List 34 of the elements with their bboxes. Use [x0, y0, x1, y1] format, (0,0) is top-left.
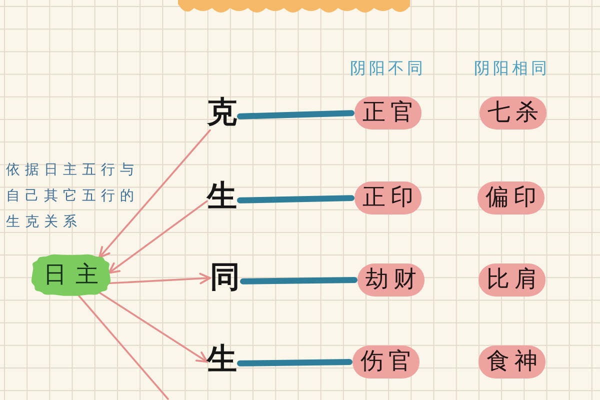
term-label: 偏印	[486, 184, 542, 210]
column-header: 阴阳不同	[350, 58, 426, 78]
highlight-blob	[354, 96, 422, 130]
relation-character: 生	[207, 342, 237, 378]
arrow	[98, 129, 211, 258]
term-label: 劫财	[366, 266, 422, 292]
term-label: 伤官	[360, 348, 416, 374]
annotation-text: 依据日主五行与自己其它五行的生克关系	[6, 161, 140, 232]
connector-bar	[240, 277, 358, 284]
connector-bar	[237, 359, 352, 366]
term-label: 日主	[42, 264, 108, 286]
connector-bar	[237, 195, 354, 204]
term-label: 食神	[486, 348, 542, 374]
term-label: 七杀	[488, 100, 544, 126]
highlight-blob	[478, 264, 546, 296]
connector-line	[77, 294, 169, 400]
arrow	[108, 200, 208, 274]
cloud-blob	[31, 253, 111, 297]
column-header: 阴阳相同	[474, 58, 550, 78]
highlight-blob	[358, 264, 424, 296]
arrow	[98, 292, 208, 363]
highlight-blob	[480, 96, 546, 130]
highlight-blob	[478, 346, 546, 378]
arrow	[108, 272, 211, 284]
relation-character: 生	[207, 180, 237, 214]
term-label: 正官	[362, 100, 418, 126]
relation-character: 克	[207, 96, 237, 130]
term-label: 正印	[362, 184, 418, 210]
highlight-blob	[478, 182, 544, 214]
relation-character: 同	[210, 260, 240, 296]
term-label: 比肩	[486, 266, 542, 292]
highlight-blob	[352, 346, 420, 378]
connector-bar	[237, 110, 354, 120]
highlight-blob	[354, 182, 422, 214]
